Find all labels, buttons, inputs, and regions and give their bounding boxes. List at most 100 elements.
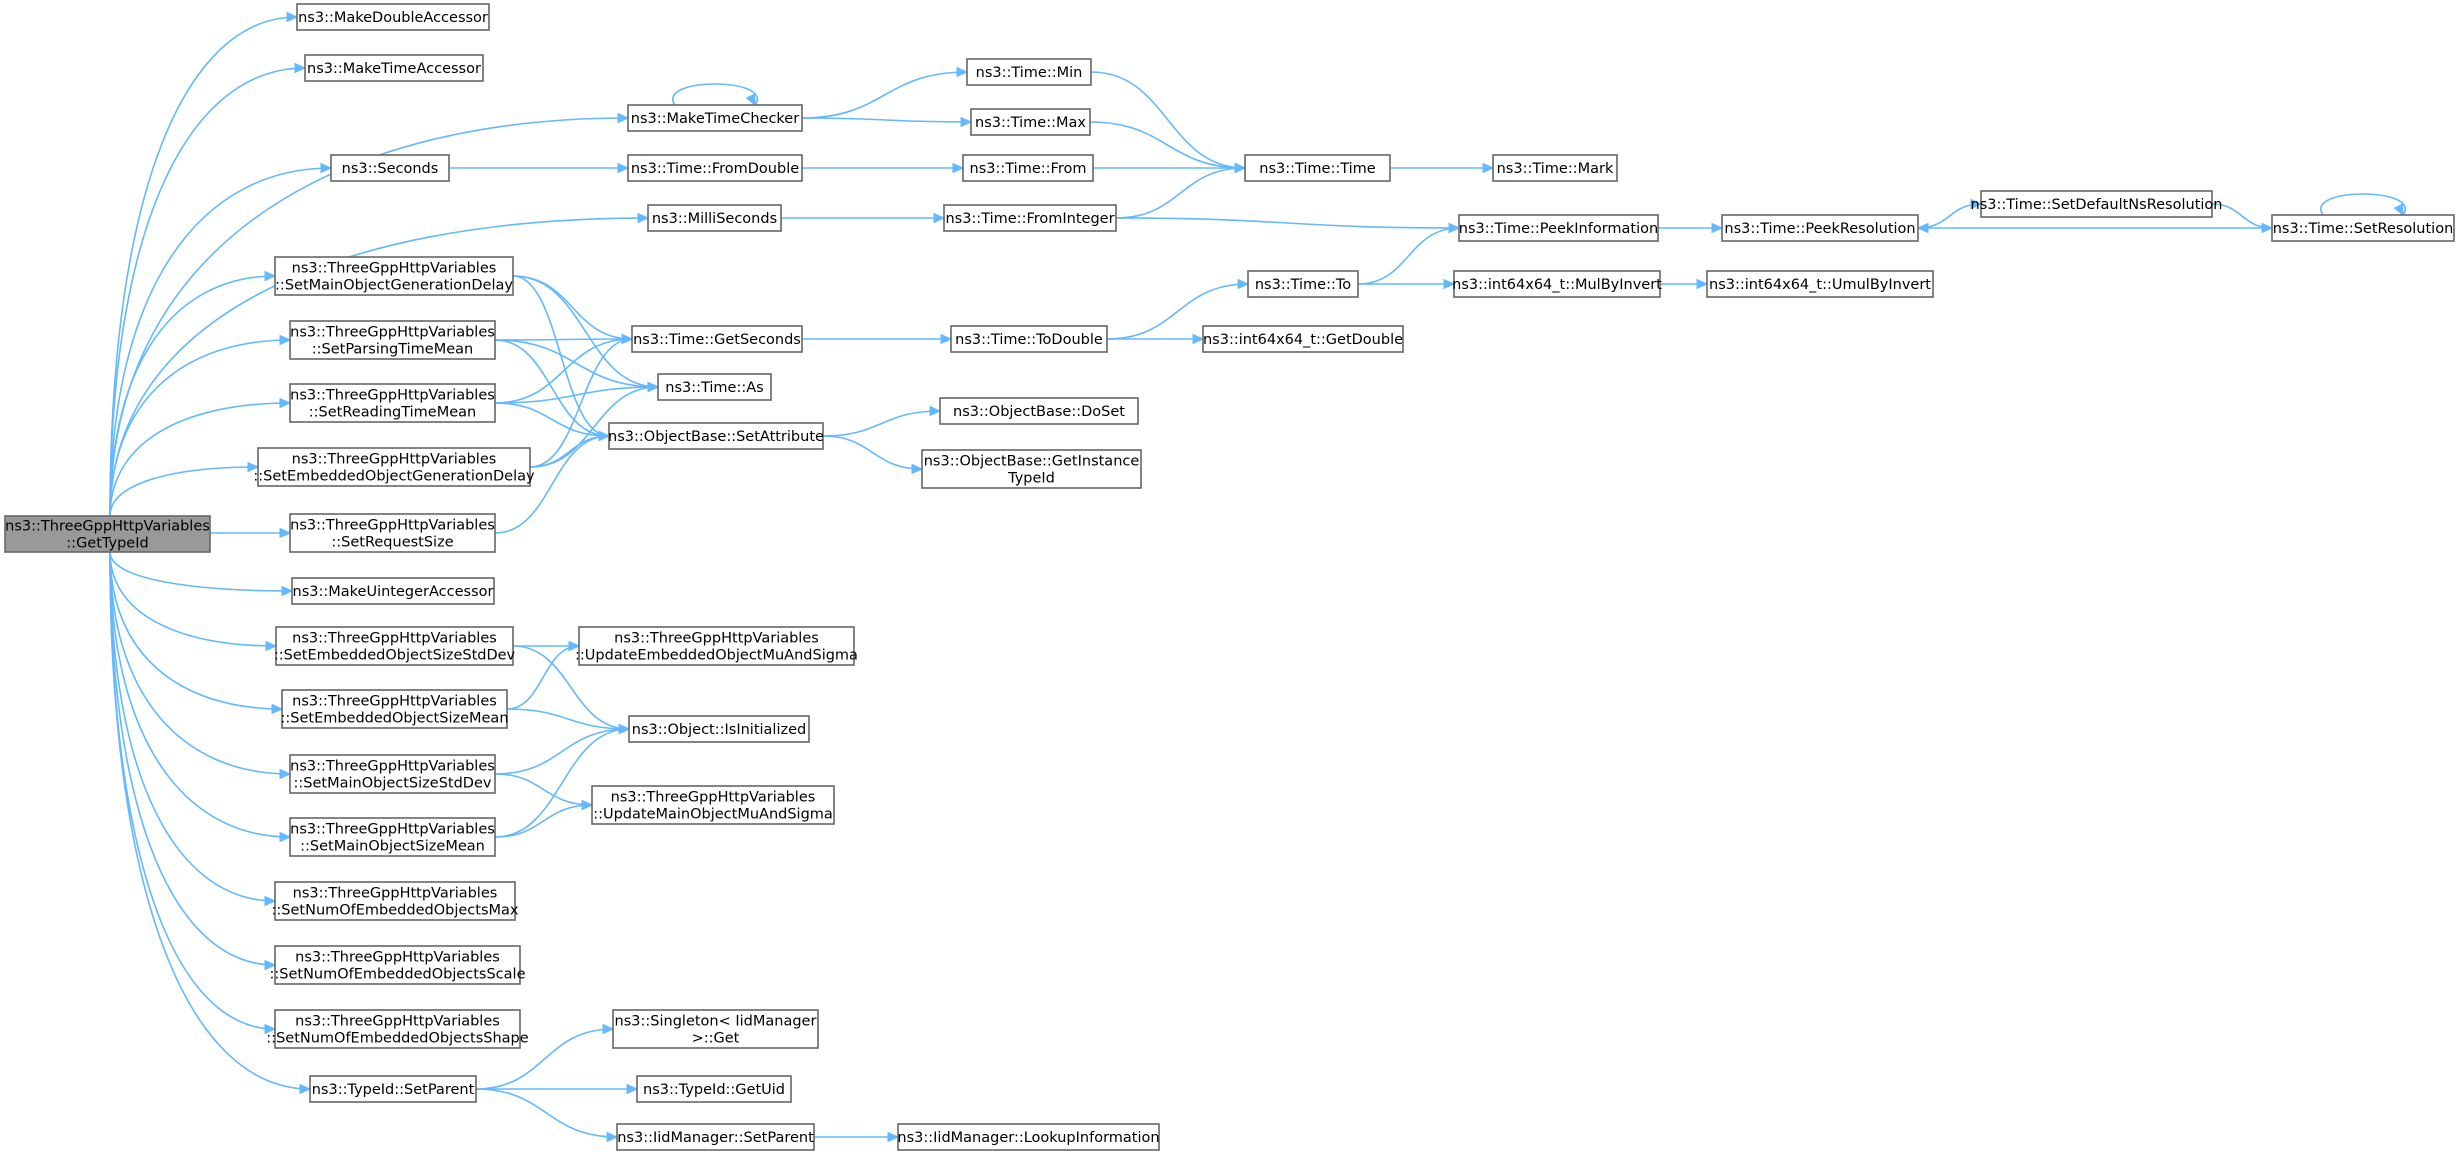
node-box [274,881,516,921]
node-typeid-setparent[interactable]: ns3::TypeId::SetParent [309,1075,477,1103]
node-label: ns3::Time::SetResolution [2273,221,2454,237]
node-box [636,1075,792,1103]
node-setmainobjectsizestddev[interactable]: ns3::ThreeGppHttpVariables::SetMainObjec… [289,754,496,794]
node-box [274,256,514,296]
node-maketimeaccessor[interactable]: ns3::MakeTimeAccessor [304,54,484,82]
node-time-as[interactable]: ns3::Time::As [657,373,772,401]
edge-setembeddedobjectgenerationdelay-to-time-getseconds [529,333,634,468]
node-maketimechecker[interactable]: ns3::MakeTimeChecker [627,104,803,132]
edge-arrowhead [279,527,292,539]
edge-time-to-to-int64-mulbyinvert [1358,278,1456,290]
edge-setreadingtimemean-to-objectbase-setattribute [494,402,611,442]
edge-arrowhead [621,333,634,345]
node-label: ns3::TypeId::GetUid [643,1082,785,1098]
node-iidmanager-setparent[interactable]: ns3::IidManager::SetParent [616,1123,815,1151]
node-label: ns3::ObjectBase::DoSet [953,404,1125,420]
edge-typeid-setparent-to-singleton-get [475,1023,615,1090]
node-time-fromdouble[interactable]: ns3::Time::FromDouble [627,154,803,182]
node-label: ns3::IidManager::LookupInformation [897,1130,1159,1146]
edge-arrowhead [279,397,292,409]
node-label: ::SetParsingTimeMean [312,342,474,358]
node-objectbase-setattribute[interactable]: ns3::ObjectBase::SetAttribute [608,422,824,450]
edge-arrowhead [294,62,307,74]
edge-arrowhead [598,430,611,442]
node-milliseconds[interactable]: ns3::MilliSeconds [647,204,782,232]
node-setnumofembeddedobjectsshape[interactable]: ns3::ThreeGppHttpVariables::SetNumOfEmbe… [266,1009,529,1049]
edge-line [529,338,633,468]
edge-arrowhead [264,1023,277,1035]
node-time-from[interactable]: ns3::Time::From [962,154,1094,182]
node-updateembeddedobjectmuandsigma[interactable]: ns3::ThreeGppHttpVariables::UpdateEmbedd… [575,626,858,666]
edge-line [109,551,276,1030]
node-gettypeid[interactable]: ns3::ThreeGppHttpVariables::GetTypeId [4,515,211,553]
node-setnumofembeddedobjectsscale[interactable]: ns3::ThreeGppHttpVariables::SetNumOfEmbe… [270,945,526,985]
node-int64-getdouble[interactable]: ns3::int64x64_t::GetDouble [1202,325,1404,353]
node-time-frominteger[interactable]: ns3::Time::FromInteger [943,204,1117,232]
edge-arrowhead [581,799,594,811]
node-box [274,945,521,985]
edge-arrowhead [1970,198,1983,210]
node-setnumofembeddedobjectsmax[interactable]: ns3::ThreeGppHttpVariables::SetNumOfEmbe… [272,881,519,921]
edge-typeid-setparent-to-typeid-getuid [476,1083,639,1095]
node-label: ::SetMainObjectSizeStdDev [294,776,492,792]
node-time-peekresolution[interactable]: ns3::Time::PeekResolution [1721,214,1919,242]
edge-line [494,386,659,404]
node-time-max[interactable]: ns3::Time::Max [970,108,1091,136]
node-time-to[interactable]: ns3::Time::To [1247,270,1359,298]
node-seconds[interactable]: ns3::Seconds [330,154,450,182]
node-box [289,383,496,423]
node-time-peekinformation[interactable]: ns3::Time::PeekInformation [1458,214,1659,242]
node-box [289,754,496,794]
node-int64-umulbyinvert[interactable]: ns3::int64x64_t::UmulByInvert [1706,270,1934,298]
node-time-mark[interactable]: ns3::Time::Mark [1492,154,1618,182]
edge-maketimechecker-to-time-max [801,116,973,128]
edge-line [109,167,332,517]
node-label: ns3::ThreeGppHttpVariables [295,950,500,966]
node-makeuintegeraccessor[interactable]: ns3::MakeUintegerAccessor [291,577,495,605]
node-object-isinitialized[interactable]: ns3::Object::IsInitialized [628,715,810,743]
edge-arrowhead [602,1023,615,1035]
node-int64-mulbyinvert[interactable]: ns3::int64x64_t::MulByInvert [1452,270,1662,298]
node-label: ::SetReadingTimeMean [309,405,476,421]
edge-line [494,435,610,534]
edge-time-setresolution-to-time-peekresolution [1916,222,2272,234]
node-label: ::SetEmbeddedObjectSizeStdDev [274,648,516,664]
node-time-setresolution[interactable]: ns3::Time::SetResolution [2271,214,2455,242]
node-time-getseconds[interactable]: ns3::Time::GetSeconds [631,325,803,353]
node-setmainobjectsizemean[interactable]: ns3::ThreeGppHttpVariables::SetMainObjec… [289,817,496,857]
node-setembeddedobjectgenerationdelay[interactable]: ns3::ThreeGppHttpVariables::SetEmbeddedO… [253,447,535,487]
node-setparsingtimemean[interactable]: ns3::ThreeGppHttpVariables::SetParsingTi… [289,320,496,360]
node-box [1453,270,1661,298]
node-updatemainobjectmuandsigma[interactable]: ns3::ThreeGppHttpVariables::UpdateMainOb… [591,785,835,825]
node-label: ns3::Time::Mark [1497,161,1614,177]
node-time-todouble[interactable]: ns3::Time::ToDouble [950,325,1108,353]
edge-line [494,728,630,775]
edge-line [1090,71,1246,169]
node-label: ns3::ThreeGppHttpVariables [293,886,498,902]
node-setreadingtimemean[interactable]: ns3::ThreeGppHttpVariables::SetReadingTi… [289,383,496,423]
node-label: ns3::ThreeGppHttpVariables [290,759,495,775]
node-box [970,108,1091,136]
node-setrequestsize[interactable]: ns3::ThreeGppHttpVariables::SetRequestSi… [289,513,496,553]
edge-int64-mulbyinvert-to-int64-umulbyinvert [1660,278,1709,290]
node-typeid-getuid[interactable]: ns3::TypeId::GetUid [636,1075,792,1103]
edge-arrowhead [279,768,292,780]
edge-arrowhead [1916,222,1929,234]
edge-line [109,339,291,517]
edge-arrowhead [617,112,630,124]
node-setembeddedobjectsizemean[interactable]: ns3::ThreeGppHttpVariables::SetEmbeddedO… [280,689,509,729]
node-time-setdefaultnsresolution[interactable]: ns3::Time::SetDefaultNsResolution [1971,190,2223,218]
node-iidmanager-lookupinformation[interactable]: ns3::IidManager::LookupInformation [897,1123,1160,1151]
node-objectbase-doset[interactable]: ns3::ObjectBase::DoSet [939,397,1139,425]
node-time-time[interactable]: ns3::Time::Time [1244,154,1391,182]
edge-arrowhead [956,66,969,78]
node-setembeddedobjectsizestddev[interactable]: ns3::ThreeGppHttpVariables::SetEmbeddedO… [274,626,516,666]
node-label: ns3::IidManager::SetParent [617,1130,814,1146]
node-singleton-get[interactable]: ns3::Singleton< IidManager >::Get [612,1009,819,1049]
node-time-min[interactable]: ns3::Time::Min [966,58,1092,86]
node-setmainobjectgenerationdelay[interactable]: ns3::ThreeGppHttpVariables::SetMainObjec… [274,256,514,296]
edge-line [109,551,276,966]
node-makedoubleaccessor[interactable]: ns3::MakeDoubleAccessor [296,3,490,31]
edge-time-getseconds-to-time-todouble [802,333,953,345]
